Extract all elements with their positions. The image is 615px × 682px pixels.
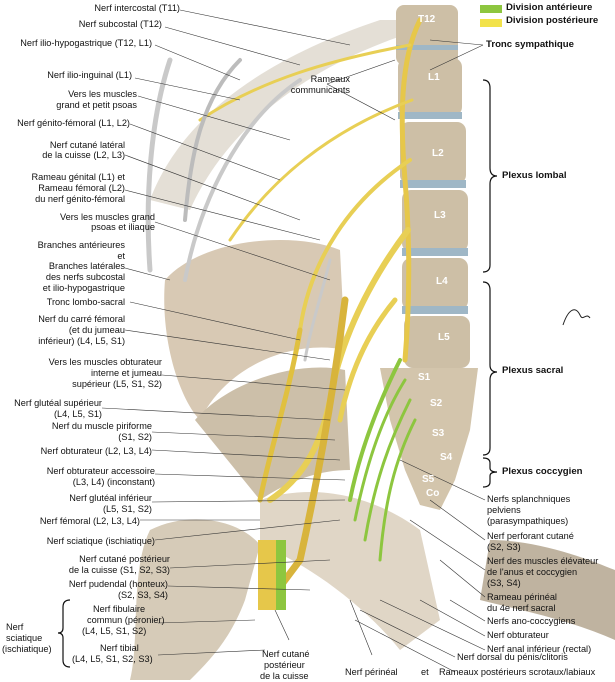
label-sciatic-group-2: sciatique (6, 633, 43, 643)
label-quadratus-femoris-1: Nerf du carré fémoral (38, 314, 125, 324)
label-psoas-iliac-1: Vers les muscles grand (60, 212, 155, 222)
label-sacral-plexus: Plexus sacral (502, 365, 564, 376)
label-sciatic-group-1: Nerf (6, 622, 24, 632)
legend-label-anterior: Division antérieure (506, 2, 593, 13)
label-quadratus-femoris-3: inférieur) (L4, L5, S1) (38, 336, 125, 346)
vertebra-label: L4 (436, 276, 448, 287)
label-tibial-2: (L4, L5, S1, S2, S3) (72, 654, 153, 664)
label-bottom-posterior-cutaneous-3: de la cuisse (260, 671, 309, 681)
vertebra-label: L3 (434, 210, 446, 221)
vertebra-label: S4 (440, 452, 453, 463)
label-genital-branch-2: Rameau fémoral (L2) (38, 183, 125, 193)
label-sympathetic-trunk: Tronc sympathique (486, 39, 574, 50)
label-levator-ani-2: de l'anus et coccygien (487, 567, 578, 577)
label-genitofemoral-nerve: Nerf génito-fémoral (L1, L2) (17, 118, 130, 128)
label-inferior-anal: Nerf anal inférieur (rectal) (487, 644, 592, 654)
label-bottom-posterior-cutaneous-2: postérieur (264, 660, 305, 670)
label-pudendal-1: Nerf pudendal (honteux) (68, 579, 168, 589)
label-lumbosacral-trunk: Tronc lombo-sacral (46, 297, 125, 307)
label-anterior-branches: Branches antérieures (37, 240, 125, 250)
legend-label-posterior: Division postérieure (506, 15, 599, 26)
brackets (57, 79, 498, 668)
label-lateral-branches: Branches latérales (48, 261, 125, 271)
label-rami-communicantes-1: Rameaux (310, 74, 350, 84)
label-coccygeal-plexus: Plexus coccygien (502, 466, 583, 477)
label-psoas-iliac-2: psoas et iliaque (91, 222, 155, 232)
label-obturator-right: Nerf obturateur (487, 630, 549, 640)
label-intercostal-nerve: Nerf intercostal (T11) (94, 3, 180, 13)
label-sciatic-nerve: Nerf sciatique (ischiatique) (46, 536, 155, 546)
label-perineal-branch-1: Rameau périnéal (487, 592, 557, 602)
label-lateral-cutaneous-2: de la cuisse (L2, L3) (42, 150, 125, 160)
label-dorsal-nerve: Nerf dorsal du pénis/clitoris (457, 652, 568, 662)
label-ilioinguinal-nerve: Nerf ilio-inguinal (L1) (47, 70, 132, 80)
legend-swatch-posterior (480, 19, 502, 27)
label-obturator-nerve: Nerf obturateur (L2, L3, L4) (40, 446, 152, 456)
label-levator-ani-3: (S3, S4) (487, 578, 521, 588)
label-superior-gluteal-2: (L4, L5, S1) (53, 409, 102, 419)
label-common-fibular-3: (L4, L5, S1, S2) (82, 626, 147, 636)
label-lateral-cutaneous-1: Nerf cutané latéral (49, 140, 125, 150)
label-subcostal-nerves: des nerfs subcostal (45, 272, 125, 282)
vertebra-label: T12 (418, 14, 436, 25)
nerves (145, 17, 423, 610)
label-obturator-internus-2: interne et jumeau (91, 368, 162, 378)
label-bottom-posterior-cutaneous-1: Nerf cutané (262, 649, 310, 659)
label-common-fibular-2: commun (péronier) (87, 615, 165, 625)
label-accessory-obturator-2: (L3, L4) (inconstant) (72, 477, 155, 487)
label-common-fibular-1: Nerf fibulaire (93, 604, 146, 614)
label-genital-branch-1: Rameau génital (L1) et (31, 172, 125, 182)
label-levator-ani-1: Nerf des muscles élévateur (487, 556, 599, 566)
label-inferior-gluteal-2: (L5, S1, S2) (102, 504, 152, 514)
label-pelvic-splanchnic-1: Nerfs splanchniques (487, 494, 571, 504)
artist-signature (562, 309, 591, 326)
vertebra-label: S3 (432, 428, 445, 439)
vertebra-label: S1 (418, 372, 431, 383)
label-accessory-obturator-1: Nerf obturateur accessoire (46, 466, 155, 476)
label-pudendal-2: (S2, S3, S4) (117, 590, 168, 600)
label-piriformis-2: (S1, S2) (118, 432, 152, 442)
label-perforating-cutaneous-2: (S2, S3) (487, 542, 521, 552)
label-perineal-nerve: Nerf périnéal (345, 667, 398, 677)
label-rami-communicantes-2: communicants (290, 85, 350, 95)
label-posterior-cutaneous-2: de la cuisse (S1, S2, S3) (68, 565, 170, 575)
spine (380, 5, 478, 510)
label-anococcygeal-nerves: Nerfs ano-coccygiens (487, 616, 576, 626)
label-tibial-1: Nerf tibial (100, 643, 139, 653)
vertebra-label: L5 (438, 332, 450, 343)
label-inferior-gluteal-1: Nerf glutéal inférieur (69, 493, 152, 503)
label-subcostal-nerve: Nerf subcostal (T12) (78, 19, 162, 29)
label-superior-gluteal-1: Nerf glutéal supérieur (14, 398, 102, 408)
vertebra-label: S2 (430, 398, 443, 409)
label-femoral-nerve: Nerf fémoral (L2, L3, L4) (39, 516, 140, 526)
legend-swatch-anterior (480, 5, 502, 13)
label-iliohypogastric: et ilio-hypogastrique (42, 283, 125, 293)
label-pelvic-splanchnic-3: (parasympathiques) (487, 516, 569, 526)
label-lumbar-plexus: Plexus lombal (502, 170, 567, 181)
label-psoas-branches-1: Vers les muscles (68, 89, 137, 99)
label-obturator-internus-1: Vers les muscles obturateur (48, 357, 162, 367)
label-perforating-cutaneous-1: Nerf perforant cutané (487, 531, 574, 541)
vertebra-label: S5 (422, 474, 435, 485)
label-and-bottom: et (421, 667, 429, 677)
label-psoas-branches-2: grand et petit psoas (56, 100, 137, 110)
vertebra-label: L2 (432, 148, 444, 159)
label-pelvic-splanchnic-2: pelviens (487, 505, 521, 515)
label-genital-branch-3: du nerf génito-fémoral (35, 194, 125, 204)
vertebra-label: Co (426, 488, 440, 499)
label-sciatic-group-3: (ischiatique) (2, 644, 52, 654)
label-iliohypogastric-nerve: Nerf ilio-hypogastrique (T12, L1) (20, 38, 152, 48)
label-perineal-branch-2: du 4e nerf sacral (487, 603, 556, 613)
leader-lines (101, 9, 486, 673)
label-piriformis-1: Nerf du muscle piriforme (51, 421, 152, 431)
label-quadratus-femoris-2: (et du jumeau (68, 325, 125, 335)
label-obturator-internus-3: supérieur (L5, S1, S2) (72, 379, 162, 389)
label-and: et (117, 251, 125, 261)
vertebra-label: L1 (428, 72, 440, 83)
label-posterior-cutaneous-1: Nerf cutané postérieur (79, 554, 170, 564)
label-scrotal-labial-branches: Rameaux postérieurs scrotaux/labiaux (439, 667, 596, 677)
